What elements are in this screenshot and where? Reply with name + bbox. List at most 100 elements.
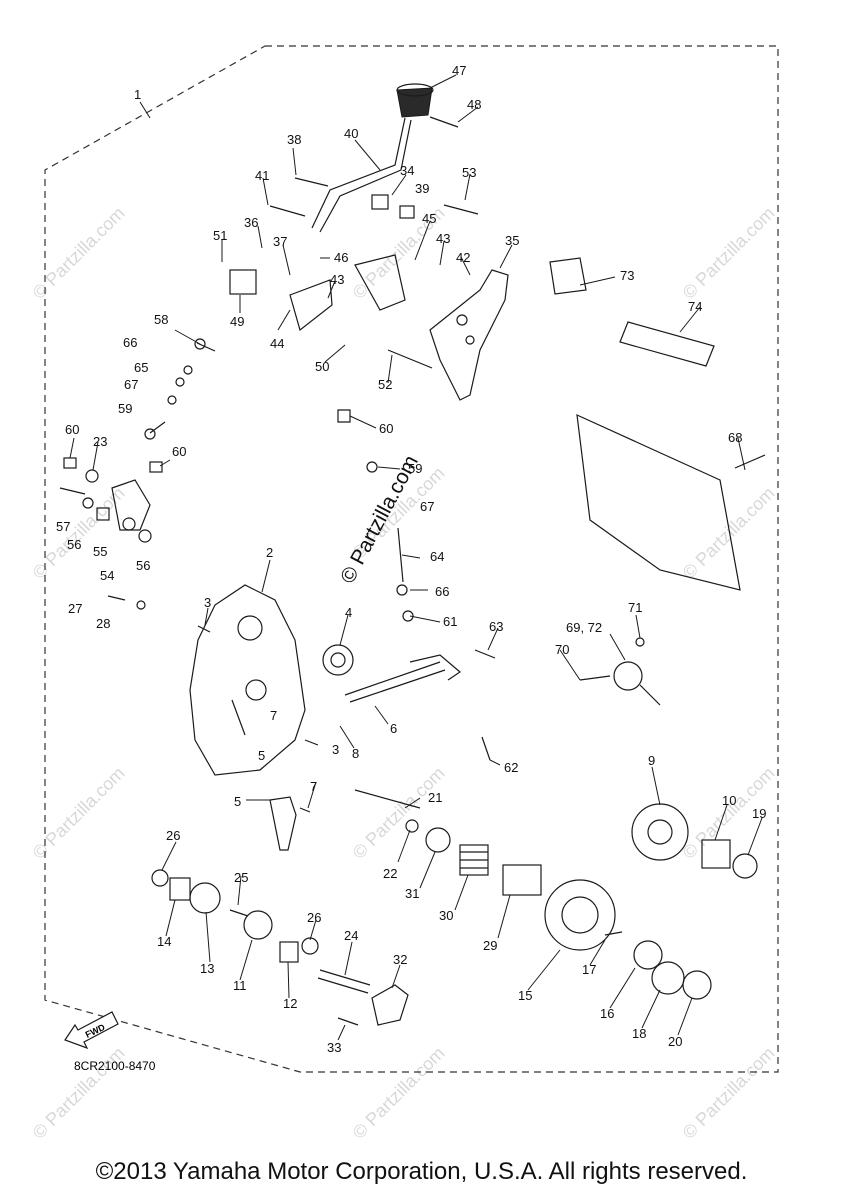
washer [682,970,712,1000]
callout-66b: 66 [435,584,449,599]
callout-46: 46 [334,250,348,265]
sprocket [544,879,616,951]
callout-63: 63 [489,619,503,634]
watermark: © Partzilla.com [679,1043,779,1143]
callout-23: 23 [93,434,107,449]
shift-shaft [344,661,446,703]
callout-56: 56 [67,537,81,552]
spring-seat [425,827,451,853]
callout-53: 53 [462,165,476,180]
chain-case [189,584,306,776]
callout-37: 37 [273,234,287,249]
watermark: © Partzilla.com [349,1043,449,1143]
nut [633,940,663,970]
callout-27: 27 [68,601,82,616]
callout-1: 1 [134,87,141,102]
gear [189,882,221,914]
callout-7b: 7 [310,779,317,794]
fwd-arrow-icon: FWD [64,1011,119,1050]
callout-22: 22 [383,866,397,881]
needle-bearing [169,877,191,901]
shift-fork [269,796,297,851]
callout-57: 57 [56,519,70,534]
parts-art: FWD [59,83,766,1050]
switch [229,269,257,295]
callout-74: 74 [688,299,702,314]
shift-plate [289,279,333,332]
callout-29: 29 [483,938,497,953]
callout-49: 49 [230,314,244,329]
collar [371,194,389,210]
nut [337,409,351,423]
callout-70: 70 [555,642,569,657]
callout-11: 11 [233,978,247,993]
washer [301,937,319,955]
bolt [269,205,306,217]
leader-lines [69,74,763,1041]
callout-52: 52 [378,377,392,392]
callout-43: 43 [436,231,450,246]
diagram-code: 8CR2100-8470 [74,1059,156,1073]
link-bracket [111,479,151,531]
callout-31: 31 [405,886,419,901]
callout-9: 9 [648,753,655,768]
watermark-layer: © Partzilla.com © Partzilla.com © Partzi… [29,203,779,1143]
callout-66: 66 [123,335,137,350]
washer [151,869,169,887]
callout-73: 73 [620,268,634,283]
callout-58: 58 [154,312,168,327]
callout-38: 38 [287,132,301,147]
callout-32: 32 [393,952,407,967]
watermark: © Partzilla.com [29,1043,129,1143]
callout-30: 30 [439,908,453,923]
callout-61: 61 [443,614,457,629]
callout-40: 40 [344,126,358,141]
callout-14: 14 [157,934,171,949]
callout-54: 54 [100,568,114,583]
watermark: © Partzilla.com [349,763,449,863]
callout-18: 18 [632,1026,646,1041]
callout-41: 41 [255,168,269,183]
bolt [387,349,433,369]
callout-69-72: 69, 72 [566,620,602,635]
callout-42: 42 [456,250,470,265]
callout-44: 44 [270,336,284,351]
callout-60c: 60 [379,421,393,436]
callout-71: 71 [628,600,642,615]
callout-12: 12 [283,996,297,1011]
callout-5: 5 [258,748,265,763]
callout-6: 6 [390,721,397,736]
shift-knob [396,87,433,118]
shift-rod [397,527,404,583]
callout-67b: 67 [420,499,434,514]
label-strip [619,321,715,367]
bolt [294,177,329,187]
shift-lever [311,117,412,233]
callout-20: 20 [668,1034,682,1049]
callout-10: 10 [722,793,736,808]
sensor [613,661,643,691]
callout-60b: 60 [172,444,186,459]
needle-bearing [279,941,299,963]
callout-55: 55 [93,544,107,559]
callout-59: 59 [118,401,132,416]
lever-bracket [429,269,509,401]
callout-33: 33 [327,1040,341,1055]
splined-collar [502,864,542,896]
callout-8: 8 [352,746,359,761]
callout-17: 17 [582,962,596,977]
dowel-pin [197,625,211,633]
callout-62: 62 [504,760,518,775]
callout-24: 24 [344,928,358,943]
retainer-plate [371,984,409,1026]
callout-13: 13 [200,961,214,976]
callout-34: 34 [400,163,414,178]
callout-2: 2 [266,545,273,560]
callout-25: 25 [234,870,248,885]
callout-35: 35 [505,233,519,248]
collar [399,205,415,219]
callout-7: 7 [270,708,277,723]
washer [732,853,758,879]
callout-59b: 59 [408,461,422,476]
callout-21: 21 [428,790,442,805]
